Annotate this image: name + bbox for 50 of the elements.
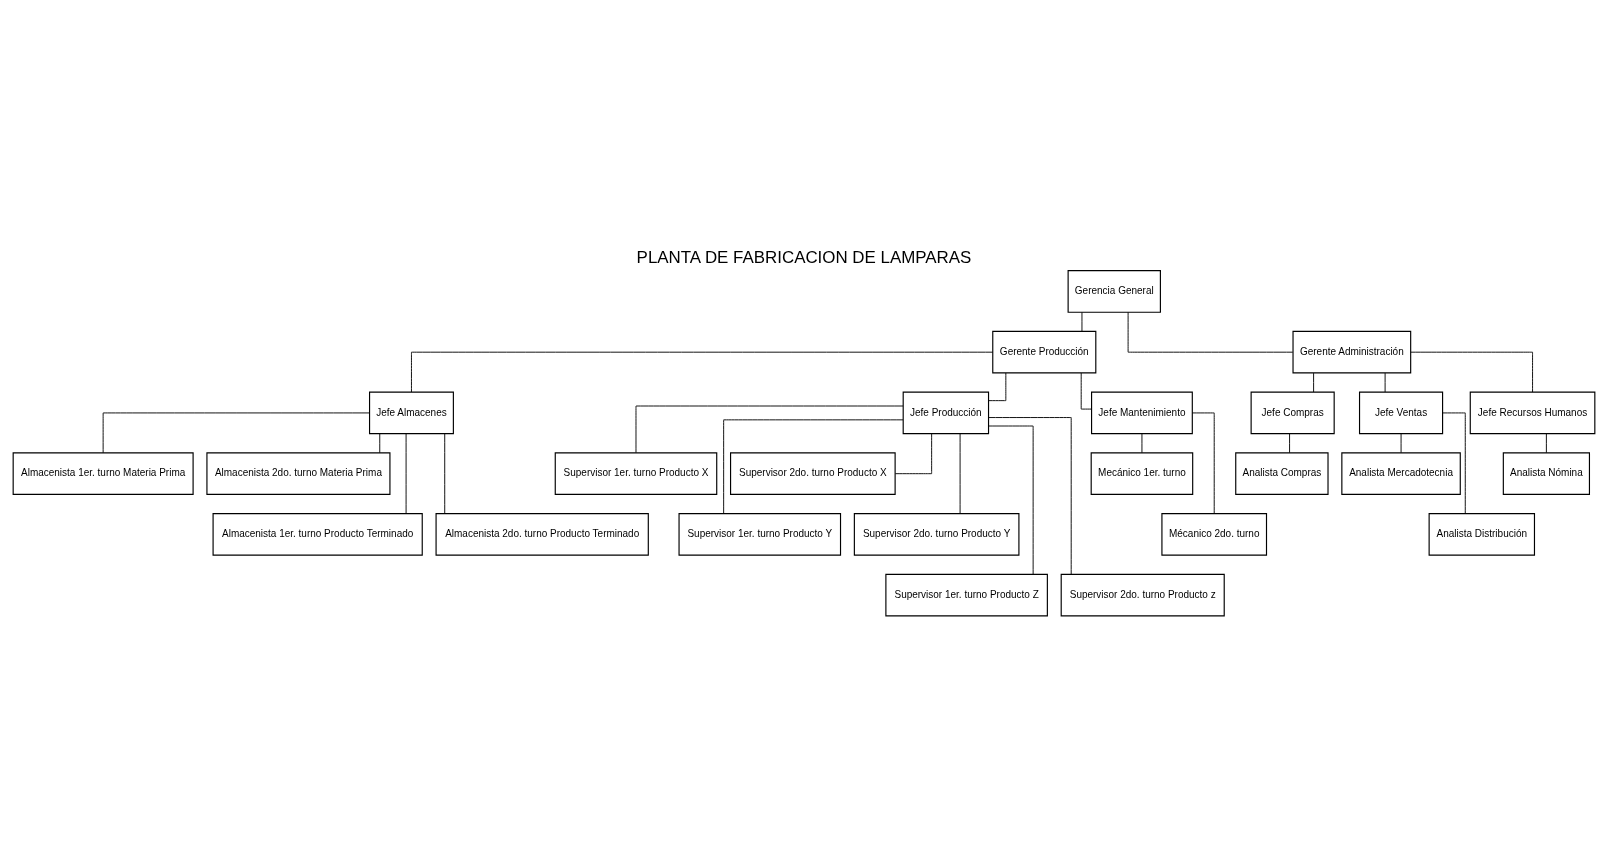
node-box: Gerente Administración — [1292, 330, 1412, 374]
node-box: Analista Compras — [1235, 452, 1329, 495]
node-box: Jefe Recursos Humanos — [1469, 391, 1596, 435]
connector — [102, 412, 370, 454]
node-box: Jefe Almacenes — [369, 391, 454, 435]
connector — [1313, 372, 1315, 393]
connector — [1400, 433, 1402, 454]
node-box: Analista Mercadotecnia — [1341, 452, 1461, 495]
node-box: Supervisor 1er. turno Producto Y — [678, 513, 842, 556]
node-box: Almacenista 1er. turno Producto Terminado — [212, 513, 423, 556]
connector — [1384, 372, 1386, 393]
connector — [988, 425, 1034, 575]
node-box: Mecánico 1er. turno — [1090, 452, 1194, 495]
connector — [723, 419, 904, 514]
node-box: Jefe Mantenimiento — [1091, 391, 1193, 435]
node-box: Almacenista 2do. turno Materia Prima — [206, 452, 391, 495]
node-box: Jefe Compras — [1250, 391, 1335, 435]
connector — [411, 351, 994, 393]
connector — [1191, 412, 1215, 514]
connector — [1289, 433, 1291, 454]
connector — [1410, 351, 1533, 393]
diagram-title: PLANTA DE FABRICACION DE LAMPARAS — [636, 247, 972, 267]
connector — [1081, 311, 1083, 332]
connector — [894, 433, 933, 475]
node-box: Mécanico 2do. turno — [1161, 513, 1268, 556]
connector — [1442, 412, 1466, 514]
connector — [988, 372, 1007, 402]
connector — [444, 433, 446, 515]
node-box: Supervisor 1er. turno Producto X — [554, 452, 718, 495]
connector — [405, 433, 407, 515]
connector — [635, 405, 904, 454]
node-box: Supervisor 2do. turno Producto X — [730, 452, 896, 495]
node-box: Analista Distribución — [1428, 513, 1536, 556]
node-box: Almacenista 1er. turno Materia Prima — [12, 452, 194, 495]
node-box: Supervisor 2do. turno Producto Y — [853, 513, 1020, 556]
connector — [959, 433, 961, 515]
node-box: Almacenista 2do. turno Producto Terminado — [435, 513, 649, 556]
node-box: Jefe Ventas — [1358, 391, 1444, 435]
connector — [1080, 372, 1092, 410]
connector — [988, 417, 1072, 575]
connector — [379, 433, 381, 454]
node-box: Supervisor 1er. turno Producto Z — [885, 573, 1048, 617]
node-box: Gerencia General — [1067, 270, 1161, 313]
node-box: Analista Nómina — [1502, 452, 1591, 495]
node-box: Supervisor 2do. turno Producto z — [1060, 573, 1225, 617]
connector — [1141, 433, 1143, 454]
node-box: Jefe Producción — [902, 391, 990, 435]
connector — [1127, 311, 1294, 353]
node-box: Gerente Producción — [992, 330, 1097, 374]
connector — [1545, 433, 1547, 454]
